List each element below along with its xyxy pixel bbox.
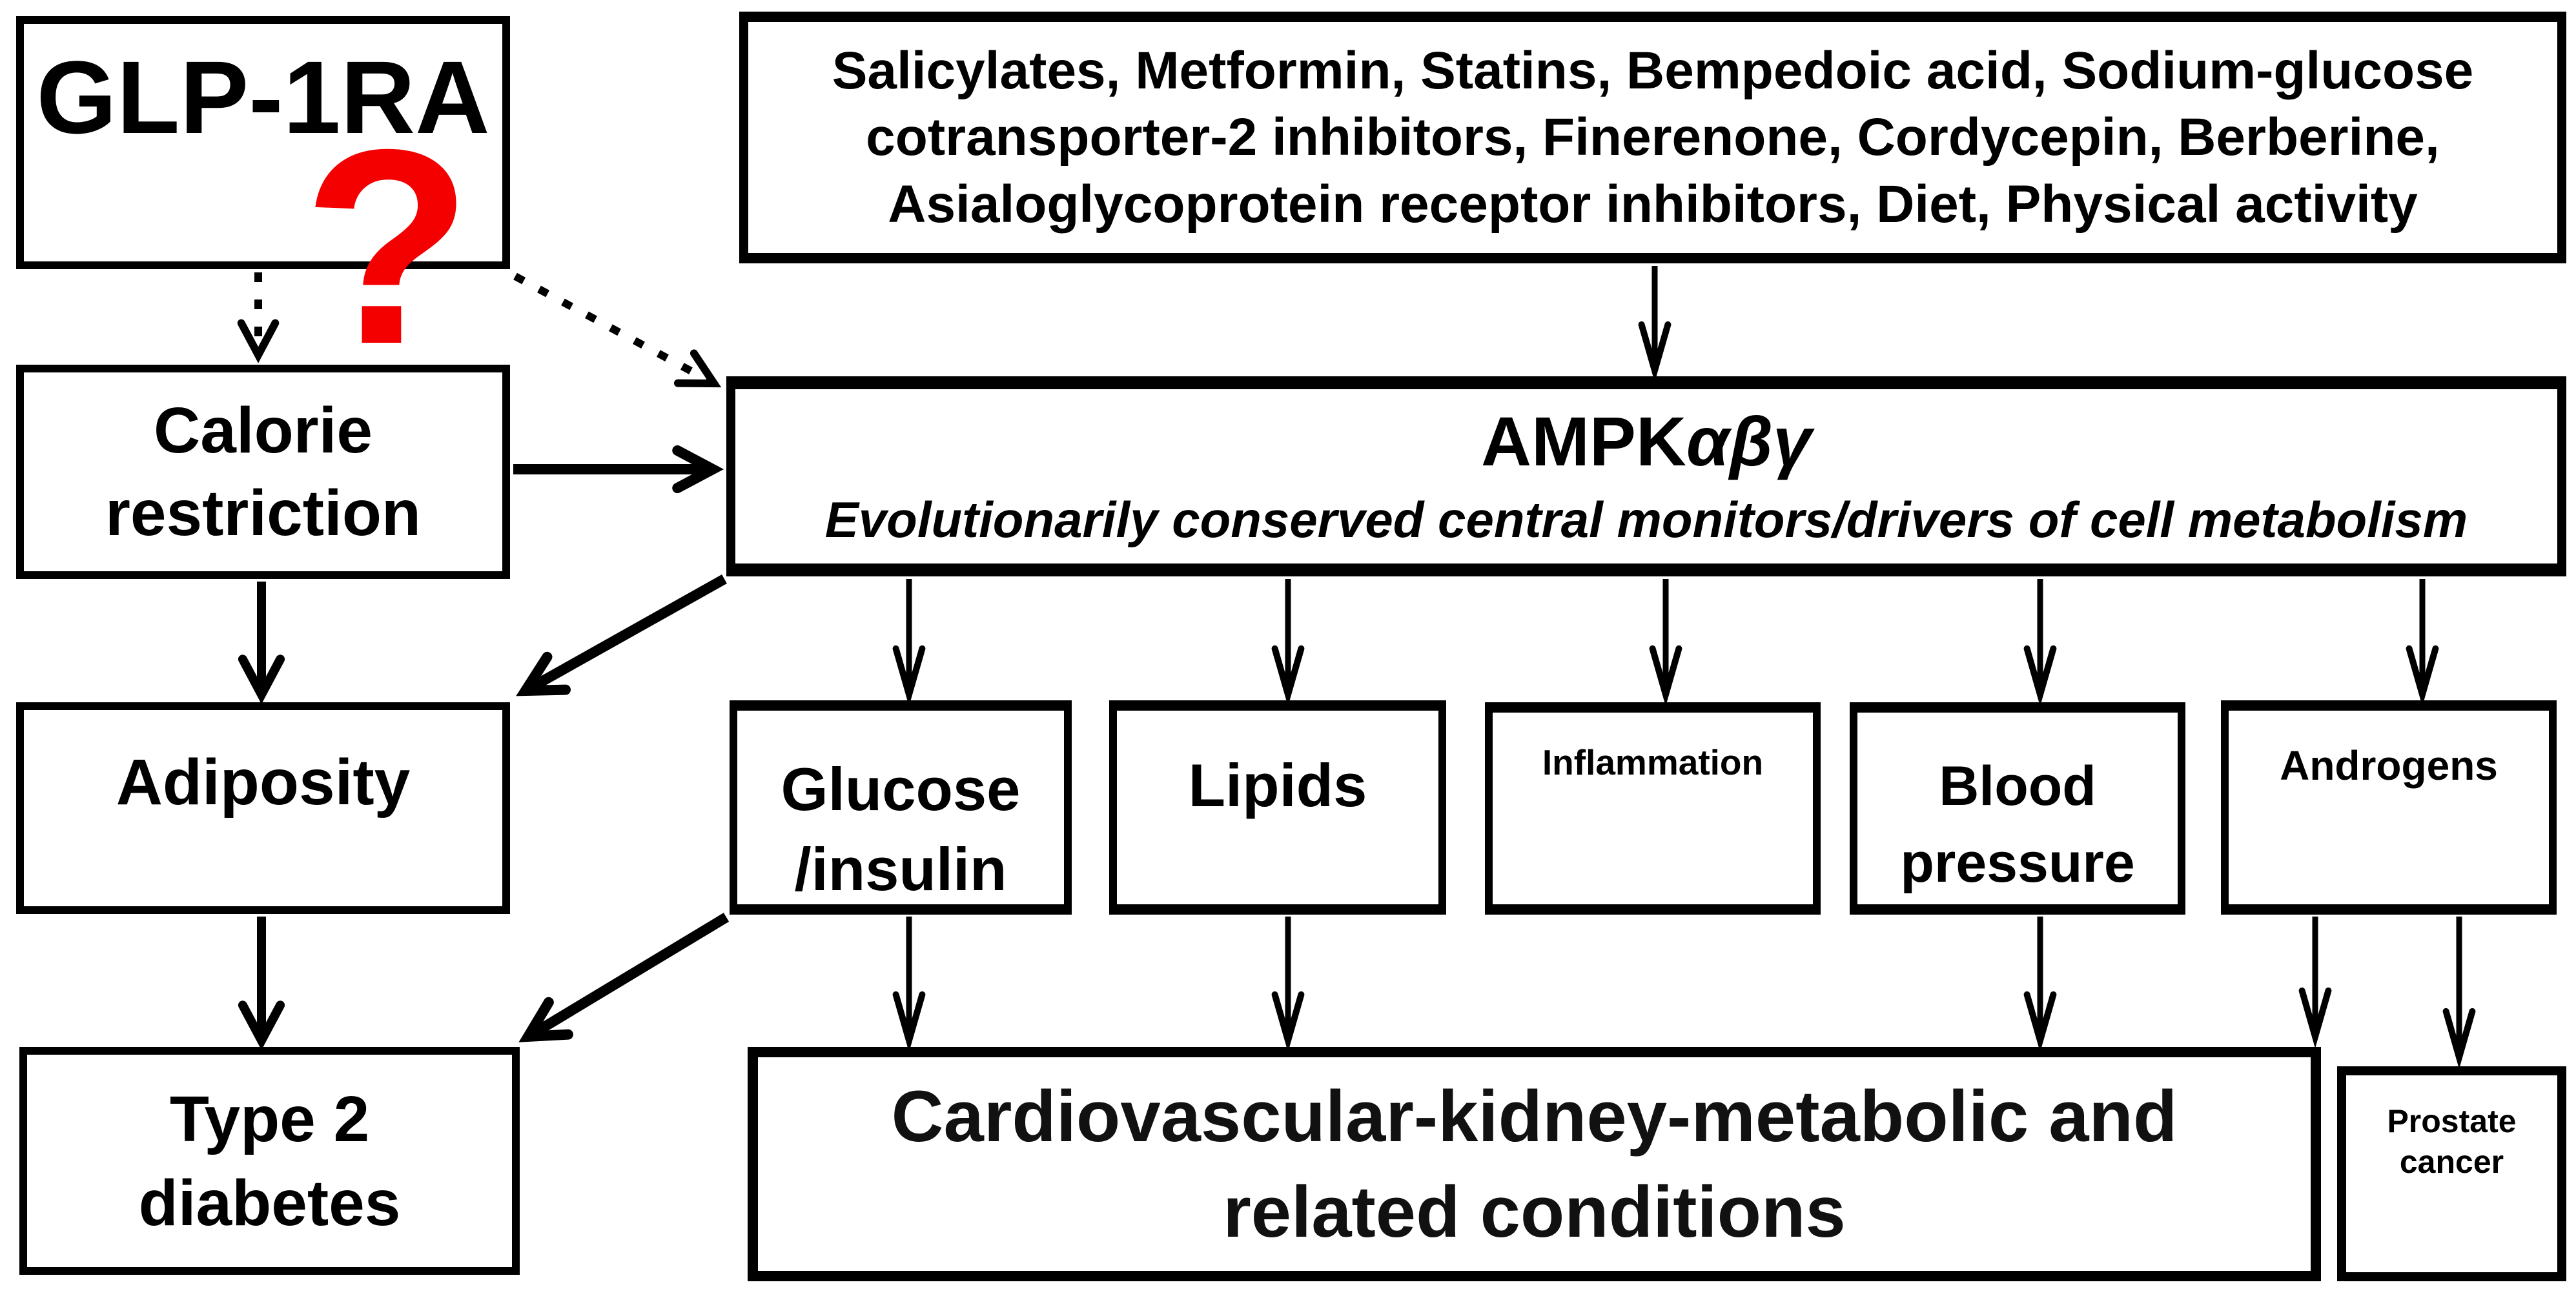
androgens-label: Androgens — [2280, 742, 2498, 789]
arrow-drugs-ampk — [1638, 266, 1671, 383]
arrowhead — [1271, 991, 1305, 1053]
node-prostate-cancer: Prostate cancer — [2337, 1066, 2566, 1281]
arrowhead — [674, 349, 722, 388]
node-ampk-activators: Salicylates, Metformin, Statins, Bempedo… — [739, 12, 2566, 263]
arrowhead — [2023, 645, 2057, 707]
arrowhead — [672, 445, 724, 494]
arrow-calorie_restriction-ampk — [513, 445, 724, 494]
ampk-title-greek: αβγ — [1686, 402, 1812, 481]
arrow-lipids-ckm — [1271, 917, 1305, 1053]
arrow-ampk-adiposity — [516, 574, 727, 696]
arrowhead — [2023, 991, 2057, 1053]
arrowhead — [892, 991, 926, 1053]
arrowhead — [2298, 987, 2332, 1049]
arrowhead — [2442, 1008, 2476, 1070]
lipids-label: Lipids — [1188, 751, 1367, 819]
arrow-calorie_restriction-adiposity — [238, 582, 285, 704]
blood-pressure-label: Blood pressure — [1900, 755, 2135, 894]
node-lipids: Lipids — [1109, 700, 1446, 915]
node-glucose-insulin: Glucose /insulin — [730, 700, 1072, 915]
arrow-glp1ra-ampk — [513, 272, 722, 388]
arrowhead — [1638, 321, 1671, 383]
arrowhead — [1271, 645, 1305, 707]
node-ampk: AMPKαβγ Evolutionarily conserved central… — [726, 376, 2566, 576]
calorie-restriction-label: Calorie restriction — [105, 394, 421, 549]
glp1ra-label: GLP-1RA — [36, 39, 490, 155]
glucose-insulin-label: Glucose /insulin — [781, 755, 1021, 904]
arrow-glucose_insulin-ckm — [892, 917, 926, 1053]
arrow-ampk-blood_pressure — [2023, 579, 2057, 707]
arrowhead — [892, 645, 926, 707]
node-androgens: Androgens — [2221, 700, 2557, 915]
arrow-ampk-lipids — [1271, 579, 1305, 707]
arrow-ampk-inflammation — [1649, 579, 1682, 707]
prostate-cancer-label: Prostate cancer — [2387, 1103, 2517, 1180]
node-adiposity: Adiposity — [16, 702, 510, 914]
arrowhead — [516, 651, 571, 696]
arrow-blood_pressure-ckm — [2023, 917, 2057, 1053]
adiposity-label: Adiposity — [116, 746, 411, 818]
arrowhead — [518, 997, 573, 1042]
node-type2-diabetes: Type 2 diabetes — [19, 1047, 520, 1275]
arrowhead — [238, 1000, 285, 1050]
arrow-androgens-ckm — [2298, 917, 2332, 1049]
arrow-glucose_insulin-type2_diabetes — [518, 913, 730, 1042]
arrow-ampk-androgens — [2406, 579, 2439, 707]
question-mark: ? — [302, 92, 473, 402]
node-calorie-restriction: Calorie restriction — [16, 365, 510, 579]
arrow-ampk-glucose_insulin — [892, 579, 926, 707]
node-ckm-conditions: Cardiovascular-kidney-metabolic and rela… — [748, 1047, 2321, 1281]
ckm-conditions-label: Cardiovascular-kidney-metabolic and rela… — [891, 1075, 2178, 1252]
inflammation-label: Inflammation — [1542, 742, 1764, 782]
arrow-androgens-prostate_cancer — [2442, 917, 2476, 1070]
ampk-subtitle: Evolutionarily conserved central monitor… — [824, 491, 2468, 548]
arrowhead — [237, 319, 280, 363]
type2-diabetes-label: Type 2 diabetes — [138, 1082, 401, 1239]
node-blood-pressure: Blood pressure — [1850, 702, 2185, 915]
ampk-title: AMPKαβγ — [1481, 405, 1812, 478]
arrowhead — [1649, 645, 1682, 707]
node-glp1ra: GLP-1RA — [16, 16, 510, 269]
arrow-glp1ra-calorie_restriction — [237, 272, 280, 363]
node-inflammation: Inflammation — [1485, 702, 1821, 915]
arrow-adiposity-type2_diabetes — [238, 917, 285, 1050]
arrowhead — [238, 655, 285, 704]
arrowhead — [2406, 645, 2439, 707]
ampk-activators-label: Salicylates, Metformin, Statins, Bempedo… — [832, 41, 2474, 234]
ampk-title-base: AMPK — [1480, 402, 1686, 481]
